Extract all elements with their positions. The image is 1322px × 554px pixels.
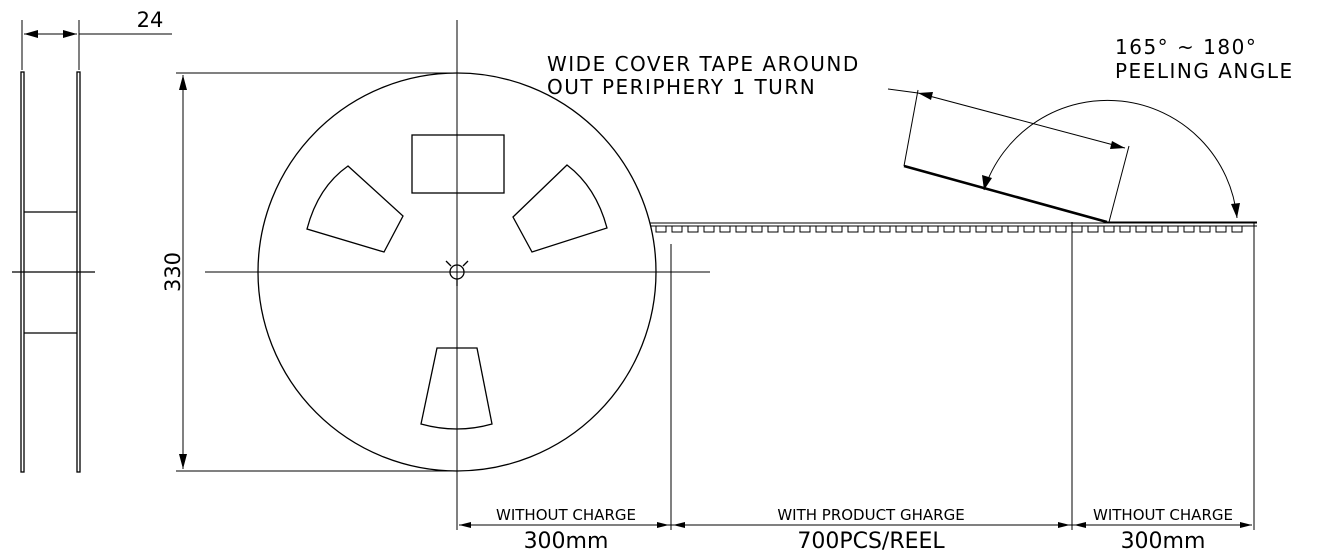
tape-pocket — [687, 226, 699, 233]
tape-pocket — [1119, 226, 1131, 233]
side-width-dimension: 24 — [137, 8, 164, 32]
section-label-leader: WITHOUT CHARGE — [496, 506, 636, 524]
reel-cutout-right — [512, 164, 608, 253]
tape-pocket — [831, 226, 843, 233]
section-value-leader: 300mm — [524, 529, 609, 554]
reel-cutout-left — [306, 165, 404, 253]
tape-pocket — [1023, 226, 1035, 233]
tape-pocket — [1231, 226, 1243, 233]
tape-pocket — [751, 226, 763, 233]
tape-section-dimensions: WITHOUT CHARGE 300mm WITH PRODUCT GHARGE… — [459, 222, 1255, 554]
tape-pocket — [815, 226, 827, 233]
tape-pocket — [1007, 226, 1019, 233]
cover-tape-note-line2: OUT PERIPHERY 1 TURN — [547, 75, 816, 99]
tape-pocket — [703, 226, 715, 233]
section-label-trailer: WITHOUT CHARGE — [1093, 506, 1233, 524]
tape-pocket — [1135, 226, 1147, 233]
tape-pocket — [911, 226, 923, 233]
tape-pocket — [1151, 226, 1163, 233]
reel-diameter-dimension: 330 — [161, 252, 185, 292]
cover-tape-note: WIDE COVER TAPE AROUND OUT PERIPHERY 1 T… — [547, 52, 860, 99]
tape-pocket — [959, 226, 971, 233]
reel-hub — [445, 260, 469, 286]
tape-pocket — [847, 226, 859, 233]
tape-pocket — [863, 226, 875, 233]
tape-pocket — [1215, 226, 1227, 233]
peeling-angle-label: PEELING ANGLE — [1115, 59, 1294, 83]
section-label-product: WITH PRODUCT GHARGE — [777, 506, 964, 524]
carrier-tape — [650, 222, 1257, 233]
tape-pocket — [655, 226, 667, 233]
tape-pocket — [1199, 226, 1211, 233]
tape-pocket — [1071, 226, 1083, 233]
tape-pocket — [1039, 226, 1051, 233]
reel-side-view: 24 — [12, 8, 172, 473]
tape-pockets — [655, 226, 1243, 233]
reel-front-view: 330 — [161, 20, 710, 530]
section-value-trailer: 300mm — [1121, 529, 1206, 554]
cover-tape-peeling — [887, 88, 1257, 224]
label-window — [411, 134, 505, 194]
section-value-product: 700PCS/REEL — [797, 529, 945, 554]
tape-pocket — [671, 226, 683, 233]
tape-pocket — [975, 226, 987, 233]
tape-pocket — [943, 226, 955, 233]
cover-tape-note-line1: WIDE COVER TAPE AROUND — [547, 52, 860, 76]
tape-pocket — [1183, 226, 1195, 233]
peeling-angle-value: 165° ~ 180° — [1115, 35, 1257, 59]
tape-pocket — [879, 226, 891, 233]
tape-pocket — [783, 226, 795, 233]
tape-pocket — [991, 226, 1003, 233]
tape-pocket — [767, 226, 779, 233]
peeling-angle-note: 165° ~ 180° PEELING ANGLE — [1115, 35, 1294, 83]
tape-pocket — [1167, 226, 1179, 233]
tape-pocket — [927, 226, 939, 233]
tape-pocket — [1055, 226, 1067, 233]
tape-pocket — [1103, 226, 1115, 233]
tape-pocket — [1087, 226, 1099, 233]
reel-cutout-bottom — [420, 347, 493, 430]
tape-pocket — [799, 226, 811, 233]
tape-pocket — [735, 226, 747, 233]
tape-pocket — [719, 226, 731, 233]
tape-pocket — [895, 226, 907, 233]
